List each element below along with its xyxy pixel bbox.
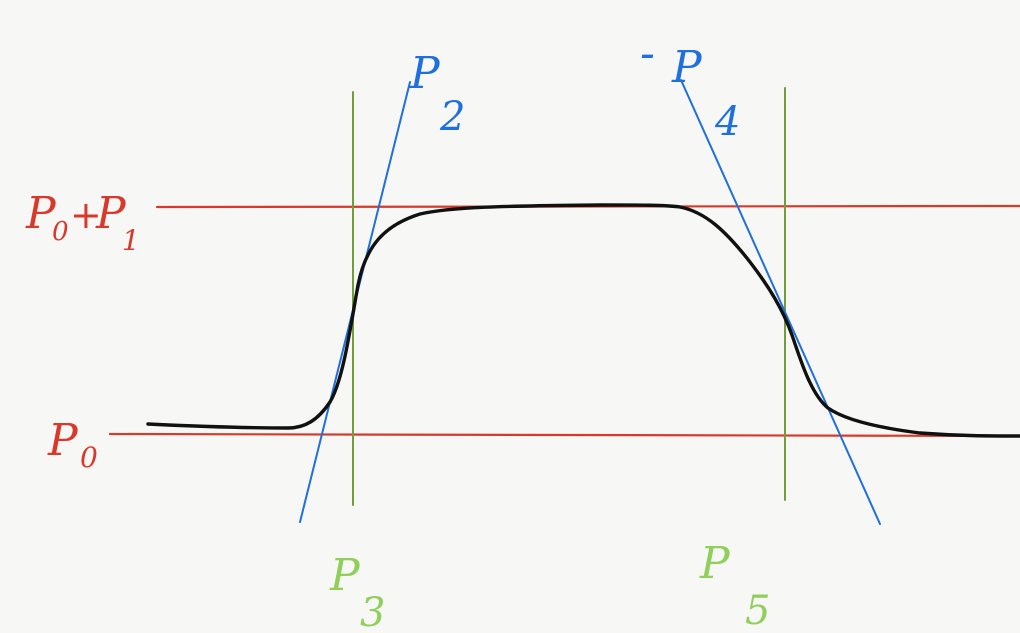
svg-text:5: 5: [745, 588, 770, 633]
svg-text:P: P: [47, 415, 79, 466]
label-p0: P 0: [47, 415, 98, 474]
sigmoid-plateau-curve: [146, 203, 1020, 438]
svg-text:+: +: [70, 193, 102, 237]
svg-text:3: 3: [360, 590, 385, 633]
label-p0-plus-p1: P 0 + P 1: [25, 188, 140, 257]
right-blue-tangent: [680, 79, 881, 525]
svg-text:0: 0: [52, 217, 69, 247]
svg-text:P: P: [671, 42, 703, 93]
svg-text:1: 1: [122, 224, 140, 257]
label-neg-p4: - P 4: [640, 28, 740, 145]
svg-text:P: P: [329, 550, 361, 601]
lower-red-line: [108, 432, 1020, 438]
svg-text:P: P: [409, 48, 441, 99]
label-p3: P 3: [329, 550, 385, 633]
svg-text:-: -: [640, 28, 655, 79]
svg-text:2: 2: [439, 94, 465, 140]
svg-text:P: P: [25, 188, 57, 239]
label-p5: P 5: [699, 538, 770, 633]
svg-text:P: P: [95, 188, 127, 239]
svg-text:4: 4: [714, 99, 740, 145]
svg-text:P: P: [699, 538, 731, 589]
svg-text:0: 0: [80, 441, 98, 474]
label-p2: P 2: [409, 48, 465, 140]
